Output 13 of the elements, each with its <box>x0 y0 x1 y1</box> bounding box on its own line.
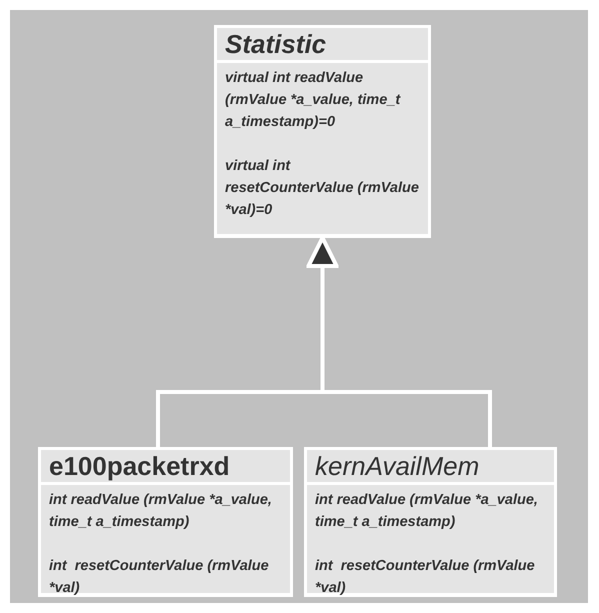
inheritance-arrow <box>306 236 492 447</box>
class-name: Statistic <box>217 28 428 60</box>
method-signature: int resetCounterValue (rmValue *val) <box>315 557 536 598</box>
class-box <box>38 447 293 597</box>
method-signature: virtual int readValue (rmValue *a_value, time_t a_timestamp)=0 <box>225 69 402 132</box>
method-signature: int readValue (rmValue *a_value, time_t a_timestamp) <box>315 491 539 532</box>
method-signature: virtual int resetCounterValue (rmValue *val)=0 <box>225 157 420 220</box>
method-signature: int resetCounterValue (rmValue *val) <box>49 557 270 598</box>
class-box <box>304 447 557 597</box>
class-name: e100packetrxd <box>41 450 290 482</box>
class-box <box>214 25 431 238</box>
class-name: kernAvailMem <box>307 450 554 482</box>
method-signature: int readValue (rmValue *a_value, time_t a_timestamp) <box>49 491 273 532</box>
